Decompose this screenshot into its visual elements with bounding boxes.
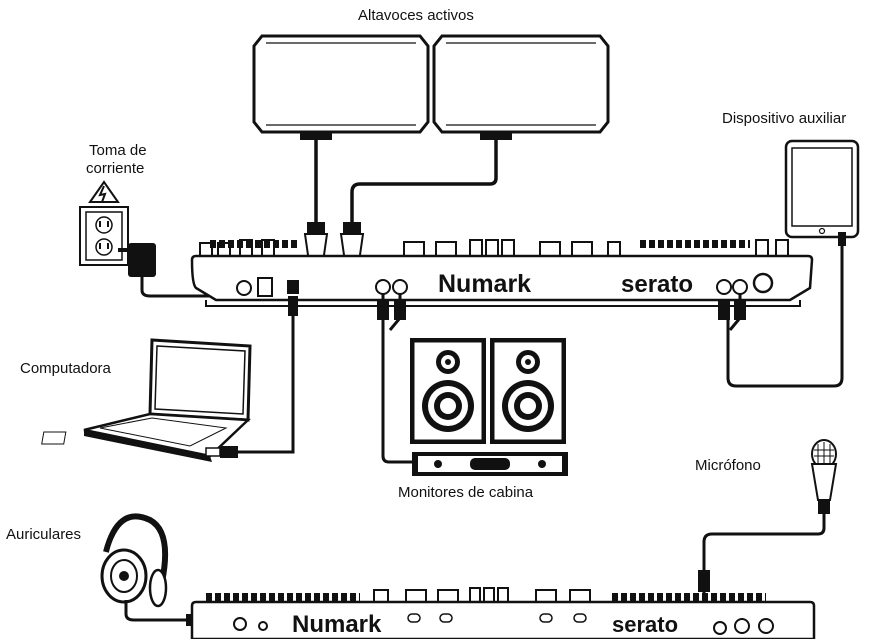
numark-logo: Numark	[438, 270, 531, 298]
dj-controller-main: Numark serato	[190, 239, 814, 307]
aux-rca-plug-left	[718, 300, 730, 320]
computer-label: Computadora	[20, 360, 111, 377]
microphone-label: Micrófono	[695, 457, 761, 474]
numark-logo-front: Numark	[292, 611, 382, 638]
booth-monitor-right	[490, 338, 566, 444]
power-outlet-label-line1: Toma de	[89, 142, 147, 159]
aux-device-label: Dispositivo auxiliar	[722, 110, 847, 127]
power-outlet	[79, 180, 129, 266]
speaker-cables	[314, 140, 498, 228]
headphones-label: Auriculares	[6, 526, 82, 543]
serato-logo: serato	[621, 271, 693, 298]
active-speaker-left	[252, 34, 430, 140]
speakers-label: Altavoces activos	[358, 7, 474, 24]
active-speaker-right	[432, 34, 610, 140]
booth-monitor-left	[410, 338, 486, 444]
laptop	[41, 338, 252, 462]
dj-controller-front: Numark serato	[190, 587, 816, 639]
rca-plug-right	[394, 300, 406, 320]
booth-monitors-label: Monitores de cabina	[398, 484, 534, 501]
power-outlet-label-line2: corriente	[86, 160, 145, 177]
rca-plug-left	[377, 300, 389, 320]
amplifier	[412, 452, 568, 476]
tablet	[784, 139, 860, 246]
usb-cable	[205, 296, 298, 458]
microphone-device	[698, 439, 838, 596]
aux-rca-plug-right	[734, 300, 746, 320]
serato-logo-front: serato	[612, 612, 678, 637]
